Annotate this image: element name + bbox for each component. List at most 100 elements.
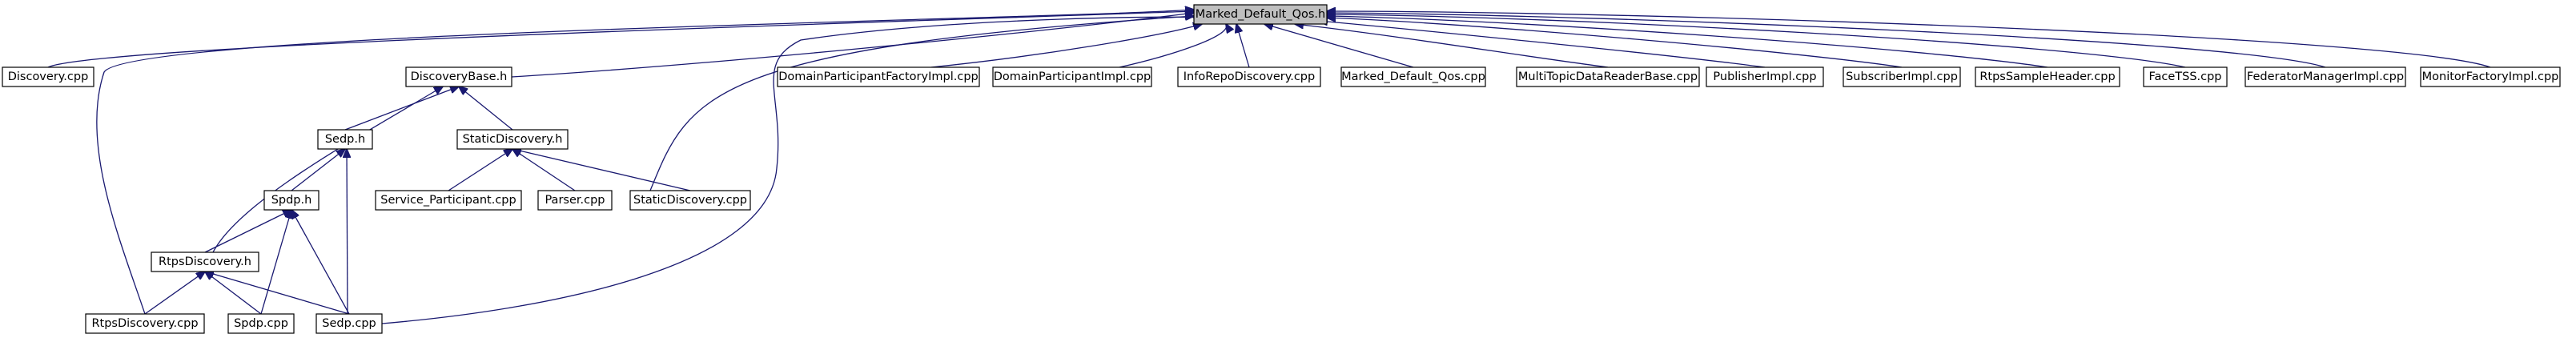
- node-domainparticipantfactoryimpl-cpp[interactable]: DomainParticipantFactoryImpl.cpp: [777, 66, 980, 87]
- edge-parser-cpp-to-staticdiscovery-h: [512, 149, 576, 191]
- edge-path: [1264, 24, 1414, 68]
- node-label: Sedp.h: [325, 133, 365, 146]
- node-box: [375, 190, 522, 211]
- node-label: Spdp.cpp: [234, 317, 288, 330]
- node-rtpsdiscovery-cpp[interactable]: RtpsDiscovery.cpp: [85, 313, 205, 334]
- edge-facetss-cpp-to-marked-default-qos-h: [1327, 14, 2186, 68]
- node-box: [263, 190, 319, 211]
- edge-spdp-cpp-to-rtpsdiscovery-h: [205, 272, 262, 315]
- edge-path: [212, 87, 443, 253]
- edge-path: [260, 210, 291, 315]
- edge-domainparticipantfactoryimpl-cpp-to-marked-default-qos-h: [930, 24, 1202, 68]
- node-label: RtpsDiscovery.cpp: [91, 317, 198, 330]
- node-box: [151, 251, 259, 272]
- node-box: [1706, 66, 1824, 87]
- node-label: Discovery.cpp: [8, 70, 89, 83]
- edge-path: [291, 149, 345, 191]
- edge-path: [649, 16, 1194, 191]
- edge-rtpsdiscovery-cpp-to-marked-default-qos-h: [96, 10, 1194, 315]
- node-box: [629, 190, 751, 211]
- edge-path: [448, 149, 512, 191]
- node-label: PublisherImpl.cpp: [1713, 70, 1816, 83]
- node-sedp-cpp[interactable]: Sedp.cpp: [315, 313, 383, 334]
- node-box: [227, 313, 295, 334]
- node-monitorfactoryimpl-cpp[interactable]: MonitorFactoryImpl.cpp: [2420, 66, 2561, 87]
- node-label: MonitorFactoryImpl.cpp: [2422, 70, 2559, 83]
- edge-path: [205, 272, 350, 315]
- node-marked-default-qos-h[interactable]: Marked_Default_Qos.h: [1193, 4, 1328, 25]
- node-box: [315, 313, 383, 334]
- node-multitopicdatareaderbase-cpp[interactable]: MultiTopicDataReaderBase.cpp: [1516, 66, 1700, 87]
- node-label: RtpsSampleHeader.cpp: [1979, 70, 2115, 83]
- node-staticdiscovery-cpp[interactable]: StaticDiscovery.cpp: [629, 190, 751, 211]
- node-staticdiscovery-h[interactable]: StaticDiscovery.h: [456, 129, 569, 150]
- node-box: [1193, 4, 1328, 25]
- edge-inforepodiscovery-cpp-to-marked-default-qos-h: [1236, 24, 1250, 68]
- node-label: Sedp.cpp: [322, 317, 376, 330]
- node-label: MultiTopicDataReaderBase.cpp: [1518, 70, 1698, 83]
- node-spdp-h[interactable]: Spdp.h: [263, 190, 319, 211]
- edge-path: [1119, 24, 1227, 68]
- edge-path: [205, 272, 262, 315]
- node-rtpssampleheader-cpp[interactable]: RtpsSampleHeader.cpp: [1975, 66, 2120, 87]
- edge-rtpssampleheader-cpp-to-marked-default-qos-h: [1327, 16, 2048, 68]
- node-box: [1340, 66, 1486, 87]
- edge-path: [1327, 11, 2491, 68]
- edge-subscriberimpl-cpp-to-marked-default-qos-h: [1327, 18, 1903, 68]
- node-publisherimpl-cpp[interactable]: PublisherImpl.cpp: [1706, 66, 1824, 87]
- edge-path: [204, 210, 291, 253]
- node-sedp-h[interactable]: Sedp.h: [317, 129, 373, 150]
- node-box: [2143, 66, 2228, 87]
- edge-sedp-cpp-to-sedp-h: [347, 149, 348, 315]
- node-label: FaceTSS.cpp: [2148, 70, 2221, 83]
- edge-monitorfactoryimpl-cpp-to-marked-default-qos-h: [1327, 11, 2491, 68]
- node-parser-cpp[interactable]: Parser.cpp: [537, 190, 613, 211]
- node-discovery-cpp[interactable]: Discovery.cpp: [2, 66, 94, 87]
- node-box: [992, 66, 1152, 87]
- node-service-participant-cpp[interactable]: Service_Participant.cpp: [375, 190, 522, 211]
- node-discoverybase-h[interactable]: DiscoveryBase.h: [405, 66, 512, 87]
- edge-path: [96, 10, 1194, 315]
- node-label: StaticDiscovery.h: [463, 133, 563, 146]
- node-box: [2, 66, 94, 87]
- node-subscriberimpl-cpp[interactable]: SubscriberImpl.cpp: [1843, 66, 1961, 87]
- edge-layer: [47, 10, 2491, 324]
- node-box: [456, 129, 569, 150]
- node-label: DomainParticipantFactoryImpl.cpp: [778, 70, 978, 83]
- edge-path: [1327, 16, 2048, 68]
- edge-staticdiscovery-cpp-to-marked-default-qos-h: [649, 16, 1194, 191]
- node-federatormanagerimpl-cpp[interactable]: FederatorManagerImpl.cpp: [2244, 66, 2406, 87]
- node-box: [405, 66, 512, 87]
- node-box: [1843, 66, 1961, 87]
- edge-discovery-cpp-to-marked-default-qos-h: [47, 11, 1194, 68]
- node-spdp-cpp[interactable]: Spdp.cpp: [227, 313, 295, 334]
- edge-path: [459, 87, 513, 131]
- edge-service-participant-cpp-to-staticdiscovery-h: [448, 149, 512, 191]
- node-label: RtpsDiscovery.h: [159, 255, 251, 268]
- node-box: [1975, 66, 2120, 87]
- edge-path: [1327, 14, 2186, 68]
- edge-staticdiscovery-cpp-to-staticdiscovery-h: [512, 149, 691, 191]
- edge-rtpsdiscovery-h-to-spdp-h: [204, 210, 291, 253]
- edge-path: [512, 149, 691, 191]
- edge-path: [144, 272, 205, 315]
- node-inforepodiscovery-cpp[interactable]: InfoRepoDiscovery.cpp: [1177, 66, 1321, 87]
- node-marked-default-qos-cpp[interactable]: Marked_Default_Qos.cpp: [1340, 66, 1486, 87]
- node-label: InfoRepoDiscovery.cpp: [1184, 70, 1315, 83]
- node-domainparticipantimpl-cpp[interactable]: DomainParticipantImpl.cpp: [992, 66, 1152, 87]
- node-box: [1516, 66, 1700, 87]
- edge-path: [381, 17, 1194, 324]
- edge-path: [1295, 24, 1609, 68]
- edge-path: [347, 149, 348, 315]
- node-box: [85, 313, 205, 334]
- node-box: [2420, 66, 2561, 87]
- node-label: Parser.cpp: [545, 194, 605, 207]
- edge-path: [1327, 13, 2326, 68]
- node-label: Marked_Default_Qos.h: [1196, 8, 1325, 21]
- node-facetss-cpp[interactable]: FaceTSS.cpp: [2143, 66, 2228, 87]
- node-rtpsdiscovery-h[interactable]: RtpsDiscovery.h: [151, 251, 259, 272]
- edge-spdp-h-to-sedp-h: [291, 149, 345, 191]
- edge-spdp-cpp-to-spdp-h: [260, 210, 291, 315]
- edge-path: [1319, 21, 1766, 68]
- edge-multitopicdatareaderbase-cpp-to-marked-default-qos-h: [1295, 24, 1609, 68]
